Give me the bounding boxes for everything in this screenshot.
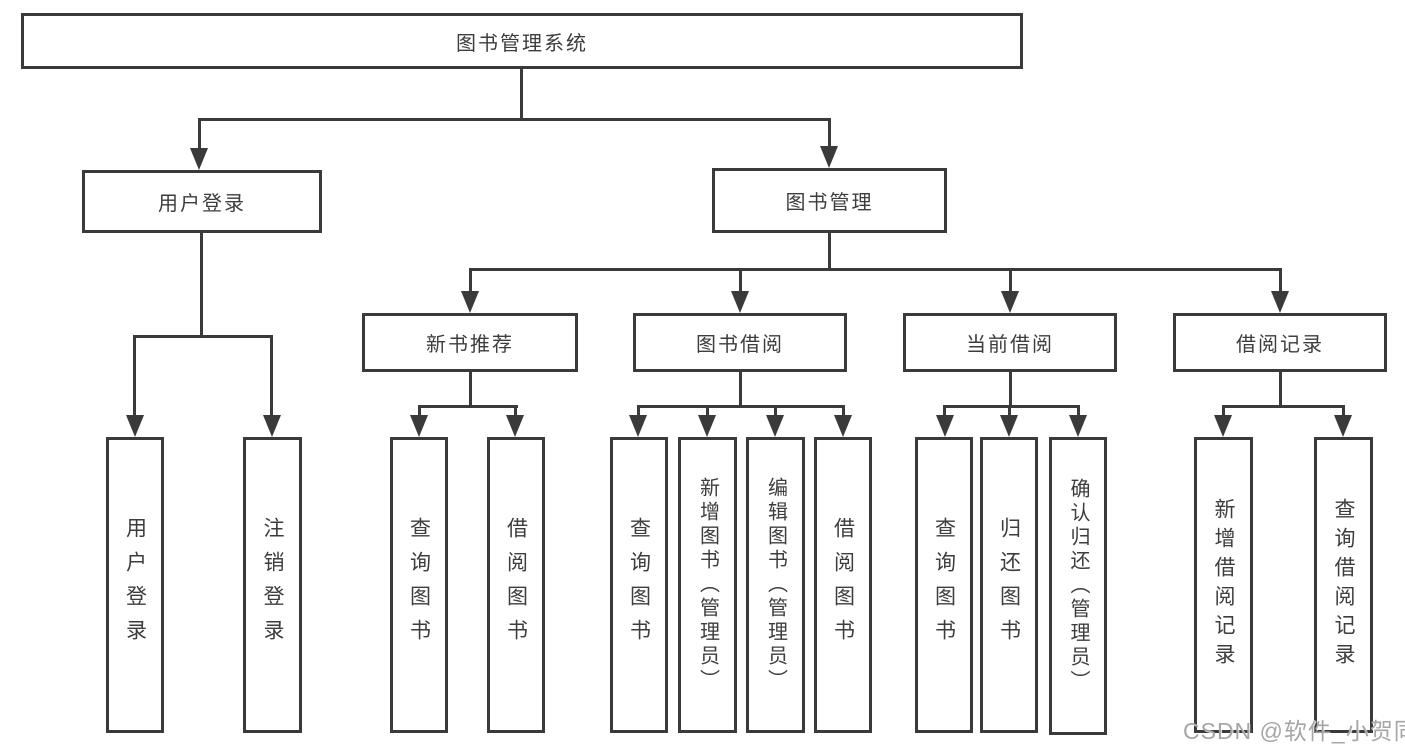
arrow-down-icon bbox=[698, 415, 716, 437]
leaf-query-books-recommend-label: 查询图书 bbox=[407, 517, 431, 653]
node-book-management: 图书管理 bbox=[712, 168, 947, 233]
connector-line bbox=[774, 405, 777, 419]
leaf-confirm-return-admin-label: 确认归还（管理员） bbox=[1067, 478, 1089, 694]
connector-line bbox=[1342, 405, 1345, 419]
node-root-label: 图书管理系统 bbox=[456, 32, 588, 55]
node-new-book-recommend-label: 新书推荐 bbox=[426, 334, 514, 356]
arrow-down-icon bbox=[1271, 291, 1289, 313]
connector-line bbox=[198, 118, 201, 154]
arrow-down-icon bbox=[1001, 291, 1019, 313]
connector-line bbox=[133, 335, 273, 338]
arrow-down-icon bbox=[834, 415, 852, 437]
connector-line bbox=[637, 405, 640, 419]
leaf-edit-book-admin-label: 编辑图书（管理员） bbox=[764, 477, 787, 693]
connector-line bbox=[1009, 268, 1012, 296]
connector-line bbox=[828, 232, 831, 270]
node-book-borrow-label: 图书借阅 bbox=[696, 334, 784, 356]
arrow-down-icon bbox=[1000, 415, 1018, 437]
node-new-book-recommend: 新书推荐 bbox=[362, 313, 578, 372]
arrow-down-icon bbox=[1069, 415, 1087, 437]
connector-line bbox=[1222, 405, 1345, 408]
leaf-query-books-current: 查询图书 bbox=[915, 437, 973, 733]
leaf-borrow-books: 借阅图书 bbox=[814, 437, 872, 733]
watermark: CSDN @软件_小贺同学 bbox=[1183, 718, 1405, 744]
leaf-logout: 注销登录 bbox=[243, 437, 302, 733]
node-user-login: 用户登录 bbox=[82, 170, 322, 233]
connector-line bbox=[469, 372, 472, 407]
node-book-management-label: 图书管理 bbox=[785, 192, 874, 214]
leaf-query-books-current-label: 查询图书 bbox=[932, 517, 956, 653]
connector-line bbox=[943, 405, 946, 419]
connector-line bbox=[1222, 405, 1225, 419]
leaf-query-books-borrow-label: 查询图书 bbox=[627, 517, 651, 653]
connector-line bbox=[828, 118, 831, 152]
arrow-down-icon bbox=[1214, 415, 1232, 437]
leaf-add-book-admin-label: 新增图书（管理员） bbox=[696, 477, 719, 693]
connector-line bbox=[1009, 372, 1012, 407]
arrow-down-icon bbox=[731, 291, 749, 313]
arrow-down-icon bbox=[461, 291, 479, 313]
leaf-query-books-borrow: 查询图书 bbox=[610, 437, 668, 733]
node-book-borrow: 图书借阅 bbox=[633, 313, 847, 372]
leaf-query-books-recommend: 查询图书 bbox=[390, 437, 448, 733]
leaf-confirm-return-admin: 确认归还（管理员） bbox=[1049, 437, 1107, 735]
leaf-edit-book-admin: 编辑图书（管理员） bbox=[746, 437, 805, 733]
leaf-borrow-books-recommend: 借阅图书 bbox=[487, 437, 545, 733]
node-current-borrow-label: 当前借阅 bbox=[966, 334, 1054, 356]
leaf-query-borrow-record: 查询借阅记录 bbox=[1314, 437, 1373, 733]
connector-line bbox=[706, 405, 709, 419]
connector-line bbox=[842, 405, 845, 419]
connector-line bbox=[520, 69, 523, 119]
connector-line bbox=[200, 232, 203, 335]
node-borrow-records-label: 借阅记录 bbox=[1236, 334, 1324, 356]
leaf-add-borrow-record-label: 新增借阅记录 bbox=[1212, 498, 1235, 672]
connector-line bbox=[1279, 372, 1282, 407]
arrow-down-icon bbox=[766, 415, 784, 437]
arrow-down-icon bbox=[629, 415, 647, 437]
arrow-down-icon bbox=[263, 415, 281, 437]
leaf-add-book-admin: 新增图书（管理员） bbox=[678, 437, 737, 733]
connector-line bbox=[469, 268, 472, 296]
connector-line bbox=[270, 335, 273, 419]
leaf-user-login-label: 用户登录 bbox=[123, 517, 147, 653]
connector-line bbox=[1279, 268, 1282, 296]
connector-line bbox=[943, 405, 1080, 408]
leaf-return-book-label: 归还图书 bbox=[997, 517, 1021, 653]
connector-line bbox=[1077, 405, 1080, 419]
connector-line bbox=[469, 268, 1282, 271]
arrow-down-icon bbox=[1334, 415, 1352, 437]
arrow-down-icon bbox=[126, 415, 144, 437]
connector-line bbox=[739, 372, 742, 407]
connector-line bbox=[418, 405, 421, 419]
connector-line bbox=[198, 118, 831, 121]
node-borrow-records: 借阅记录 bbox=[1173, 313, 1387, 372]
leaf-return-book: 归还图书 bbox=[980, 437, 1038, 733]
arrow-down-icon bbox=[820, 146, 838, 168]
connector-line bbox=[133, 335, 136, 419]
node-user-login-label: 用户登录 bbox=[158, 193, 246, 215]
connector-line bbox=[514, 405, 517, 419]
arrow-down-icon bbox=[410, 415, 428, 437]
arrow-down-icon bbox=[506, 415, 524, 437]
node-root: 图书管理系统 bbox=[21, 13, 1023, 69]
leaf-add-borrow-record: 新增借阅记录 bbox=[1194, 437, 1253, 733]
node-current-borrow: 当前借阅 bbox=[903, 313, 1117, 372]
leaf-user-login: 用户登录 bbox=[106, 437, 164, 733]
leaf-borrow-books-recommend-label: 借阅图书 bbox=[504, 517, 528, 653]
leaf-borrow-books-label: 借阅图书 bbox=[831, 517, 855, 653]
connector-line bbox=[637, 405, 845, 408]
arrow-down-icon bbox=[190, 148, 208, 170]
leaf-logout-label: 注销登录 bbox=[261, 517, 284, 653]
arrow-down-icon bbox=[936, 415, 954, 437]
connector-line bbox=[739, 268, 742, 296]
connector-line bbox=[1008, 405, 1011, 419]
leaf-query-borrow-record-label: 查询借阅记录 bbox=[1332, 498, 1355, 672]
connector-line bbox=[418, 405, 518, 408]
